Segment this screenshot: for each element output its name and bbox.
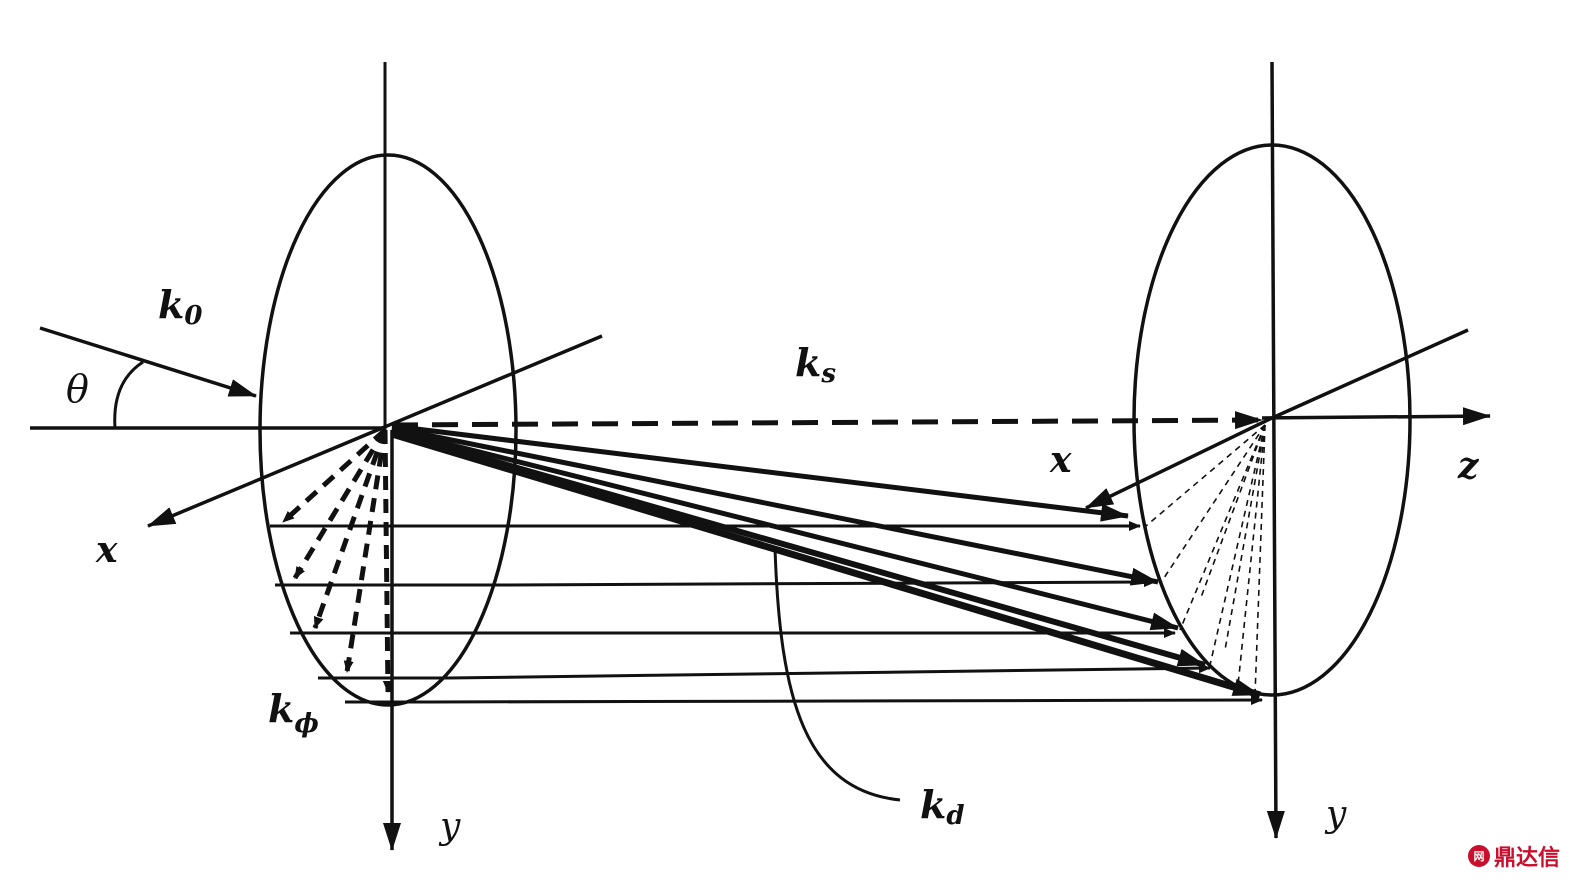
x-left-label: x xyxy=(95,529,118,571)
k0-label: k0 xyxy=(158,282,202,331)
kphi-label: kϕ xyxy=(268,686,319,739)
x-right-label: x xyxy=(1049,439,1072,481)
kd-leader xyxy=(773,547,901,802)
theta-arc xyxy=(113,360,144,429)
right-fan xyxy=(1145,424,1266,696)
y-left-label: y xyxy=(438,806,461,847)
y-right-label: y xyxy=(1324,794,1347,835)
right-z-axis xyxy=(1261,407,1491,426)
watermark-text: 鼎达信 xyxy=(1493,846,1560,871)
k0-arrow xyxy=(39,326,257,398)
kd-label: kd xyxy=(920,782,965,831)
right-plane xyxy=(1085,61,1491,839)
kd-arrows xyxy=(390,423,1262,699)
left-plane xyxy=(30,62,603,851)
right-x-axis-upper xyxy=(1271,328,1469,420)
ks-label: ks xyxy=(795,340,836,389)
ks-arrow xyxy=(391,411,1263,430)
theta-label: θ xyxy=(66,367,89,411)
watermark: 网 鼎达信 xyxy=(1467,840,1560,872)
watermark-logo-icon: 网 xyxy=(1467,845,1490,867)
transfer-lines xyxy=(429,521,1263,706)
left-x-axis xyxy=(147,334,603,528)
left-chords xyxy=(270,524,505,704)
right-x-axis xyxy=(1085,416,1273,510)
right-y-axis xyxy=(1266,61,1285,839)
z-right-label: z xyxy=(1457,445,1480,487)
kphi-fan xyxy=(281,428,393,693)
left-ellipse xyxy=(258,153,518,707)
